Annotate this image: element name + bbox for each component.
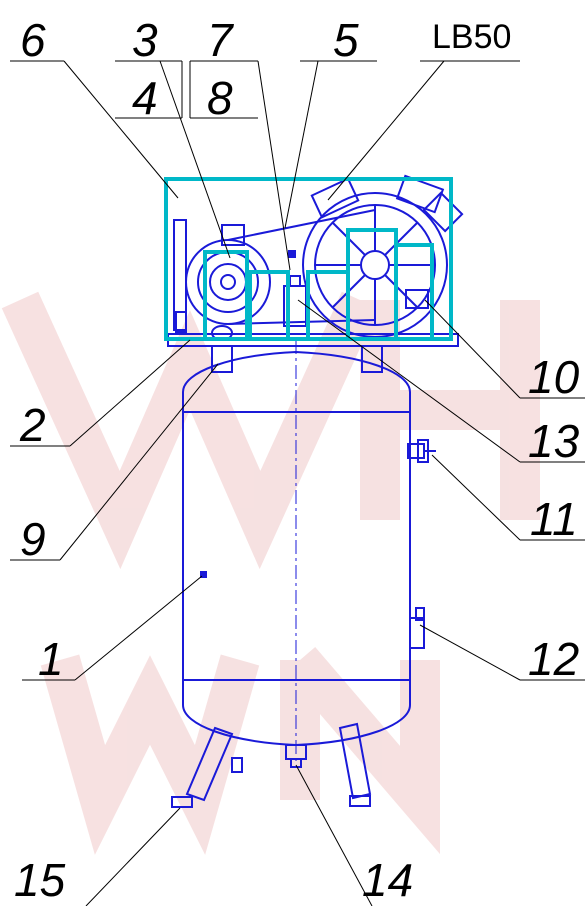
- pressure-fitting: [407, 439, 436, 463]
- callout-15: 15: [14, 854, 66, 906]
- cylinder-heads: [310, 174, 464, 233]
- tank-legs: [171, 722, 372, 808]
- leader-lines: [10, 60, 585, 907]
- callout-3: 3: [132, 14, 158, 66]
- callout-6: 6: [20, 14, 46, 66]
- callout-10: 10: [528, 351, 580, 403]
- callout-9: 9: [20, 513, 46, 565]
- callout-14: 14: [362, 854, 413, 906]
- callout-4: 4: [132, 72, 158, 124]
- callout-1: 1: [38, 633, 64, 685]
- callout-7: 7: [207, 14, 234, 66]
- callout-5: 5: [333, 14, 359, 66]
- model-label: LB50: [432, 18, 511, 56]
- callout-2: 2: [19, 399, 46, 451]
- callout-labels: 6 3 4 7 8 5 10 2 13 11 9 1 12 15 14: [14, 14, 580, 906]
- section-outlines: [164, 177, 453, 341]
- nameplate-rivet: [200, 571, 207, 578]
- callout-11: 11: [530, 493, 578, 545]
- frame-supports: [211, 345, 383, 373]
- drain-valve-side: [409, 607, 425, 649]
- callout-12: 12: [528, 633, 579, 685]
- flywheel: [302, 192, 448, 338]
- watermark: [1, 291, 540, 855]
- callout-8: 8: [207, 72, 233, 124]
- callout-13: 13: [528, 415, 580, 467]
